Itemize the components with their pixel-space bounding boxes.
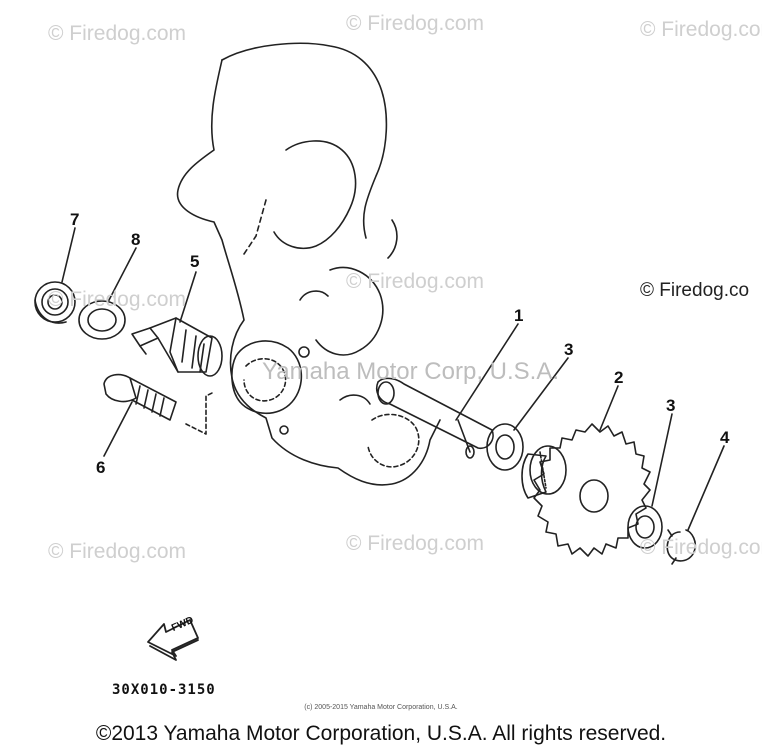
engine-case-inner xyxy=(273,140,357,250)
gear-teeth xyxy=(533,423,651,557)
part-number-4: 4 xyxy=(720,428,730,447)
part-number-7: 7 xyxy=(70,210,80,229)
watermark: © Firedog.com xyxy=(640,18,762,41)
bolt-part-6 xyxy=(103,373,177,421)
part-number-8: 8 xyxy=(131,230,141,249)
engine-case-top xyxy=(221,42,388,239)
drive-gear-part-5 xyxy=(131,317,223,377)
small-copyright: (c) 2005-2015 Yamaha Motor Corporation, … xyxy=(304,704,458,711)
leader-8 xyxy=(107,247,137,303)
shaft-part-1 xyxy=(375,377,494,459)
part-number-3b: 3 xyxy=(666,396,676,415)
forward-arrow xyxy=(147,619,199,661)
watermark: © Firedog.com xyxy=(640,536,762,559)
footer-copyright: ©2013 Yamaha Motor Corporation, U.S.A. A… xyxy=(95,722,667,745)
leader-2 xyxy=(599,385,619,431)
washer-part-8 xyxy=(78,300,126,340)
center-watermark: Yamaha Motor Corp, U.S.A. xyxy=(262,358,559,385)
leader-4 xyxy=(687,445,725,531)
washer-part-3a xyxy=(486,423,524,471)
part-number-3a: 3 xyxy=(564,340,574,359)
leader-5 xyxy=(179,271,197,323)
circlip-part-4 xyxy=(666,529,697,565)
leader-3a xyxy=(513,357,569,431)
oil-seal-part-7 xyxy=(34,281,76,324)
watermark: © Firedog.com xyxy=(346,12,485,35)
watermark: © Firedog.com xyxy=(346,270,485,293)
watermark: © Firedog.com xyxy=(48,288,187,311)
gear-part-2 xyxy=(521,423,651,557)
watermark: © Firedog.com xyxy=(346,532,485,555)
leader-7 xyxy=(61,227,76,283)
part-number-5: 5 xyxy=(190,252,200,271)
leader-3b xyxy=(651,413,673,507)
washer-part-3b xyxy=(627,505,663,549)
leader-6 xyxy=(103,401,133,457)
watermark: © Firedog.com xyxy=(48,540,187,563)
engine-case-lower-boss xyxy=(231,340,303,414)
engine-case-outline xyxy=(176,59,441,486)
part-number-2: 2 xyxy=(614,368,624,387)
diagram-code: 30X010-3150 xyxy=(112,682,216,698)
watermark-dark: © Firedog.co xyxy=(640,280,750,301)
part-number-1: 1 xyxy=(514,306,524,325)
leader-1 xyxy=(455,323,519,421)
engine-case-right xyxy=(315,266,384,356)
watermark: © Firedog.com xyxy=(48,22,187,45)
part-number-6: 6 xyxy=(96,458,106,477)
